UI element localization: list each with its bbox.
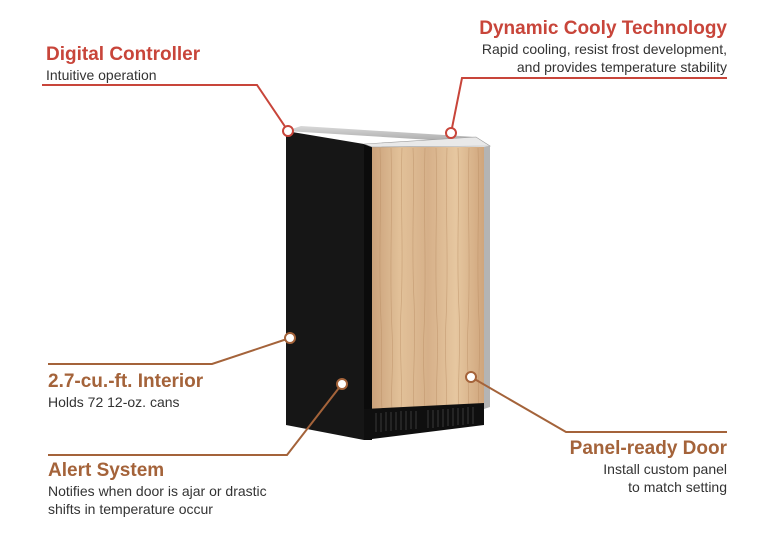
callout-title: Digital Controller — [46, 44, 201, 65]
callout-dynamic-cooly: Dynamic Cooly Technology Rapid cooling, … — [479, 18, 727, 76]
callout-title: Dynamic Cooly Technology — [479, 18, 727, 39]
callout-desc-line: shifts in temperature occur — [48, 501, 213, 517]
callout-desc: Install custom panel to match setting — [570, 460, 727, 496]
cabinet-front-edge — [364, 144, 372, 440]
callout-desc: Rapid cooling, resist frost development,… — [479, 40, 727, 76]
marker-dynamic-cooly — [445, 127, 457, 139]
callout-interior: 2.7-cu.-ft. Interior Holds 72 12-oz. can… — [48, 371, 203, 411]
leader-alert — [48, 383, 343, 456]
callout-desc-line: and provides temperature stability — [516, 59, 727, 75]
leader-panel-door — [470, 376, 727, 433]
callout-desc-line: to match setting — [628, 479, 727, 495]
kickplate — [364, 403, 484, 440]
wood-grain — [379, 147, 480, 409]
callout-title: Panel-ready Door — [569, 438, 727, 459]
callout-desc-line: Notifies when door is ajar or drastic — [48, 483, 267, 499]
marker-digital-controller — [282, 125, 294, 137]
marker-interior — [284, 332, 296, 344]
leader-digital-controller — [42, 84, 289, 132]
callout-title: 2.7-cu.-ft. Interior — [48, 371, 204, 392]
callout-desc: Holds 72 12-oz. cans — [48, 393, 203, 411]
cabinet-side — [286, 131, 364, 440]
callout-title: Alert System — [48, 460, 165, 481]
door-edge — [484, 146, 490, 409]
kickplate-vents — [375, 407, 474, 432]
callout-digital-controller: Digital Controller Intuitive operation — [46, 44, 200, 84]
callout-desc-line: Install custom panel — [603, 461, 727, 477]
refrigerator-unit — [286, 126, 492, 440]
stainless-top — [286, 126, 476, 142]
callout-desc: Notifies when door is ajar or drastic sh… — [48, 482, 267, 518]
leader-lines — [42, 77, 727, 456]
callout-panel-door: Panel-ready Door Install custom panel to… — [570, 438, 727, 496]
callout-desc-line: Rapid cooling, resist frost development, — [481, 41, 727, 57]
callout-desc: Intuitive operation — [46, 66, 200, 84]
marker-alert — [336, 378, 348, 390]
markers — [282, 125, 477, 390]
wood-panel-door — [372, 147, 484, 409]
leader-dynamic-cooly — [450, 77, 727, 134]
door-top-trim — [363, 136, 492, 148]
callout-desc-line: Holds 72 12-oz. cans — [48, 394, 180, 410]
callout-alert-system: Alert System Notifies when door is ajar … — [48, 460, 267, 518]
callout-desc-line: Intuitive operation — [46, 67, 157, 83]
leader-interior — [48, 337, 291, 365]
marker-panel-door — [465, 371, 477, 383]
